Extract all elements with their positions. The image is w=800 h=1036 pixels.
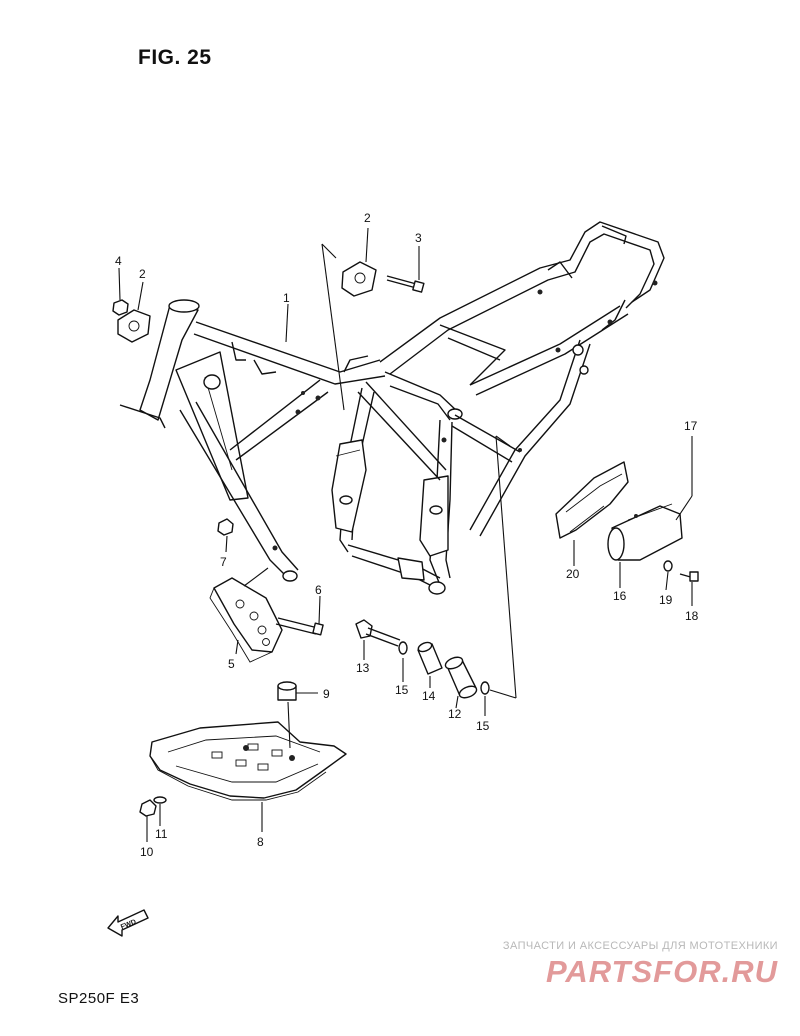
callout-13: 13 [356,661,370,675]
callout-2b: 2 [139,267,146,281]
callout-15a: 15 [395,683,409,697]
callout-labels: 1 2 2 3 4 5 6 7 8 9 10 11 12 13 14 15 15… [115,211,699,859]
figure-title: FIG. 25 [138,46,212,69]
callout-17: 17 [684,419,698,433]
engine-mount-plate-left [117,281,151,343]
collar-14 [417,641,443,688]
callout-20: 20 [566,567,580,581]
callout-11: 11 [155,827,168,841]
leader-17 [675,436,693,521]
callout-5: 5 [228,657,235,671]
engine-bracket-5 [209,577,283,663]
callout-4: 4 [115,254,122,268]
watermark-tagline: ЗАПЧАСТИ И АКСЕССУАРЫ ДЛЯ МОТОТЕХНИКИ [502,940,778,952]
skid-plate-8 [149,721,347,832]
washer-15-left [398,641,408,682]
model-code: SP250F E3 [58,990,140,1007]
bracket-20 [555,461,629,566]
callout-7: 7 [220,555,227,569]
callout-6: 6 [315,583,322,597]
bolt-18 [679,571,699,606]
washer-11 [153,796,167,826]
callout-2a: 2 [364,211,371,225]
washer-15-right [480,681,490,716]
fwd-arrow-icon: FWD [107,909,149,937]
group-leader-lines [285,243,517,699]
frame-drawing [119,221,665,595]
bushing-12 [444,656,478,709]
callout-12: 12 [448,707,462,721]
washer-19 [663,560,673,591]
watermark: ЗАПЧАСТИ И АКСЕССУАРЫ ДЛЯ МОТОТЕХНИКИ PA… [503,940,778,990]
bolt-13 [355,619,401,660]
mount-bolt-3 [386,246,425,293]
callout-10: 10 [140,845,154,859]
nut-7 [217,518,234,553]
bolt-10 [139,799,157,842]
callout-14: 14 [422,689,436,703]
callout-19: 19 [659,593,673,607]
cushion-9 [277,681,318,749]
engine-mount-plate-upper [341,227,377,297]
nut-4 [112,267,129,316]
cover-16 [607,503,683,588]
callout-18: 18 [685,609,699,623]
callout-9: 9 [323,687,330,701]
callout-1: 1 [283,291,290,305]
callout-15b: 15 [476,719,490,733]
watermark-logo: PARTSFOR.RU [545,954,778,989]
callout-16: 16 [613,589,627,603]
callout-8: 8 [257,835,264,849]
callout-3: 3 [415,231,422,245]
bolt-6 [275,595,324,636]
